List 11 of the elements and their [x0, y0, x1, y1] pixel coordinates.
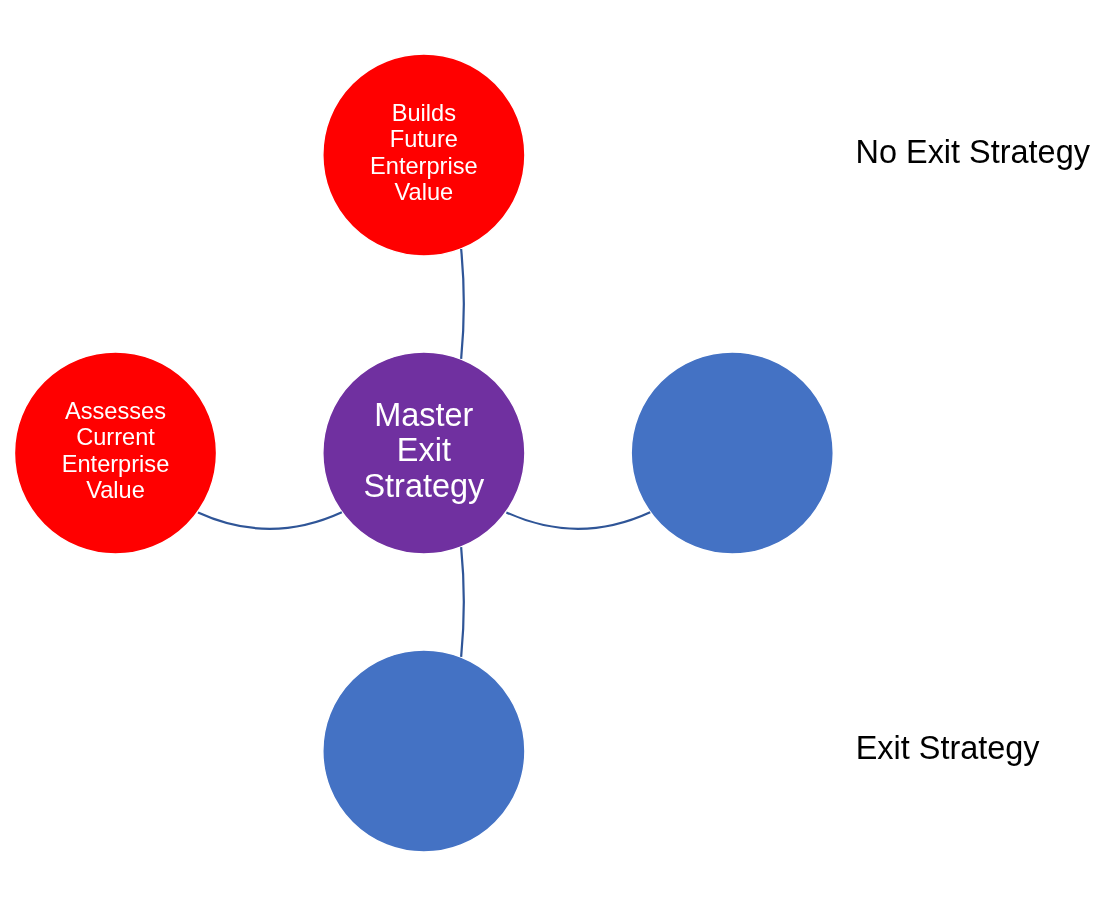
- connector: [460, 546, 465, 657]
- node-circle: [630, 351, 835, 555]
- node-circle: Master Exit Strategy: [322, 351, 526, 555]
- connector: [460, 248, 465, 359]
- node-circle: [322, 649, 526, 853]
- label: Exit Strategy: [855, 730, 1040, 767]
- node-circle: Assesses Current Enterprise Value: [13, 351, 218, 555]
- connector: [197, 511, 343, 530]
- label: No Exit Strategy: [855, 134, 1090, 171]
- connector: [505, 511, 651, 530]
- node-circle: Builds Future Enterprise Value: [322, 53, 526, 257]
